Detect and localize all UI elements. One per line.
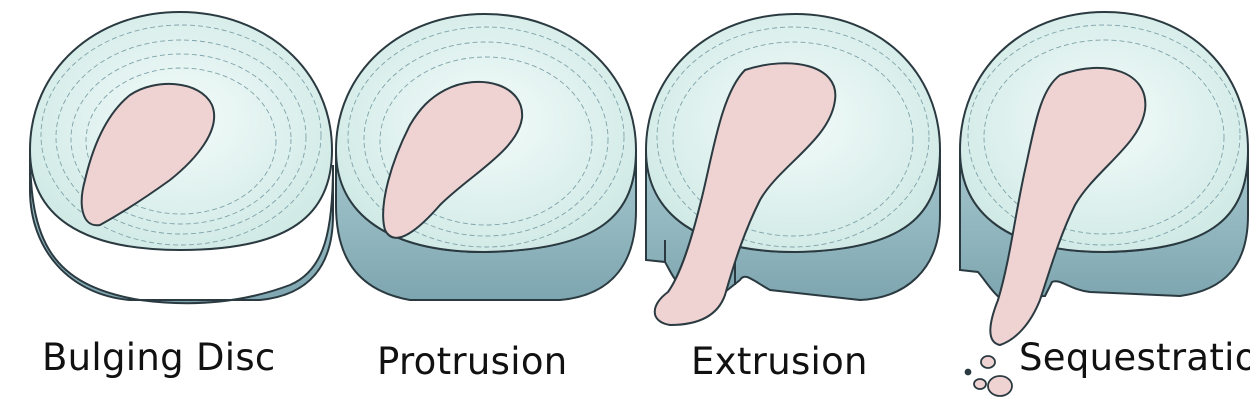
label-extrusion: Extrusion xyxy=(691,340,868,383)
disc-protrusion-fibers xyxy=(347,26,625,248)
disc-bulging-nucleus xyxy=(80,82,215,227)
disc-extrusion-annulus-tear xyxy=(664,240,736,285)
disc-extrusion-nucleus xyxy=(653,62,837,327)
disc-extrusion-fibers xyxy=(656,26,930,248)
label-sequestration: Sequestration xyxy=(1019,336,1250,379)
disc-sequestration-fibers xyxy=(967,24,1241,246)
disc-protrusion-nucleus xyxy=(382,80,524,239)
disc-sequestration xyxy=(958,10,1250,397)
label-bulging-disc: Bulging Disc xyxy=(42,336,276,379)
disc-bulging-fibers xyxy=(40,24,322,246)
disc-bulging-side xyxy=(29,149,334,305)
disc-bulging xyxy=(28,10,334,305)
label-protrusion: Protrusion xyxy=(377,340,568,383)
disc-sequestration-fragments xyxy=(964,355,1013,397)
disc-extrusion xyxy=(644,12,942,327)
disc-protrusion xyxy=(334,12,638,301)
disc-sequestration-nucleus xyxy=(989,66,1147,347)
